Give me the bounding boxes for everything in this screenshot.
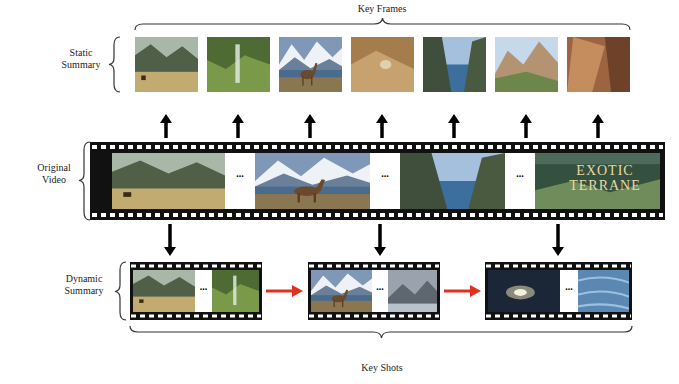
arrow-shaft bbox=[236, 122, 240, 138]
key-shot-strips bbox=[486, 315, 631, 318]
film-strip bbox=[92, 213, 663, 217]
video-title-text: EXOTIC TERRANE bbox=[550, 163, 660, 194]
film-strip bbox=[90, 142, 665, 220]
arrow-shaft bbox=[452, 122, 456, 138]
key-frame-thumbnails bbox=[351, 37, 414, 92]
arrow-connector bbox=[520, 114, 532, 138]
arrowhead bbox=[304, 114, 316, 123]
key-shot-strips bbox=[311, 270, 372, 312]
key-shot-strips bbox=[388, 270, 437, 312]
ellipsis: ... bbox=[370, 168, 400, 180]
red-sequence-arrow bbox=[266, 290, 294, 293]
key-shot-strips bbox=[131, 265, 261, 268]
film-strip bbox=[225, 153, 255, 209]
arrow-shaft bbox=[596, 122, 600, 138]
ellipsis: ... bbox=[505, 168, 535, 180]
brace bbox=[79, 142, 90, 220]
key-shot-strips bbox=[488, 270, 560, 312]
brace bbox=[135, 18, 630, 30]
static-summary-row: Static Summary bbox=[30, 30, 635, 112]
key-frame-thumbnails bbox=[423, 37, 486, 92]
brace bbox=[109, 37, 120, 92]
red-sequence-arrow bbox=[444, 290, 472, 293]
key-shot-strips bbox=[578, 270, 629, 312]
arrow-shaft bbox=[380, 122, 384, 138]
arrow-shaft bbox=[168, 224, 172, 248]
key-shot-strips bbox=[560, 270, 578, 312]
arrow-connector bbox=[376, 114, 388, 138]
key-frame-thumbnails bbox=[495, 37, 558, 92]
red-sequence-arrow bbox=[292, 285, 303, 297]
arrow-connector bbox=[448, 114, 460, 138]
key-frame-thumbnails bbox=[567, 37, 630, 92]
red-sequence-arrow bbox=[266, 285, 303, 297]
key-shot-strips bbox=[212, 270, 259, 312]
section-heading: Key Frames bbox=[332, 3, 432, 15]
section-heading: Key Shots bbox=[332, 362, 432, 374]
arrowhead bbox=[552, 247, 564, 256]
arrowhead bbox=[232, 114, 244, 123]
film-strip bbox=[255, 153, 370, 209]
key-shot-strips bbox=[133, 270, 195, 312]
arrow-connector bbox=[374, 224, 386, 256]
key-shot-strips bbox=[372, 270, 388, 312]
key-shot-strips bbox=[130, 262, 632, 320]
film-strip bbox=[370, 153, 400, 209]
arrowhead bbox=[520, 114, 532, 123]
brace bbox=[130, 326, 632, 338]
film-strip bbox=[90, 142, 665, 220]
brace bbox=[115, 262, 126, 320]
arrow-shaft bbox=[378, 224, 382, 248]
film-strip bbox=[400, 153, 505, 209]
red-sequence-arrow bbox=[444, 285, 481, 297]
film-strip bbox=[505, 153, 535, 209]
arrow-connector bbox=[160, 114, 172, 138]
ellipsis: ... bbox=[372, 281, 388, 293]
key-frame-thumbnails bbox=[135, 37, 198, 92]
arrow-shaft bbox=[556, 224, 560, 248]
key-shot-strips bbox=[308, 262, 440, 320]
row-label: Original Video bbox=[28, 162, 80, 185]
arrow-connector bbox=[164, 224, 176, 256]
film-strip bbox=[112, 153, 225, 209]
key-shot-strips bbox=[131, 315, 261, 318]
dynamic-summary-row: Dynamic Summary bbox=[40, 258, 638, 322]
arrowhead bbox=[592, 114, 604, 123]
ellipsis: ... bbox=[560, 281, 578, 293]
key-shot-strips bbox=[195, 270, 212, 312]
arrowhead bbox=[374, 247, 386, 256]
ellipsis: ... bbox=[225, 168, 255, 180]
key-shot-strips bbox=[485, 262, 632, 320]
key-frame-thumbnails bbox=[279, 37, 342, 92]
arrowhead bbox=[160, 114, 172, 123]
key-shot-strips bbox=[309, 315, 439, 318]
arrowhead bbox=[448, 114, 460, 123]
key-shot-strips bbox=[309, 265, 439, 268]
arrow-connector bbox=[552, 224, 564, 256]
key-shot-strips bbox=[130, 262, 262, 320]
arrowhead bbox=[164, 247, 176, 256]
key-frame-thumbnails bbox=[135, 37, 630, 92]
row-label: Dynamic Summary bbox=[55, 273, 113, 296]
arrow-shaft bbox=[164, 122, 168, 138]
arrow-shaft bbox=[524, 122, 528, 138]
arrow-connector bbox=[592, 114, 604, 138]
film-strip bbox=[535, 153, 660, 209]
arrow-connector bbox=[232, 114, 244, 138]
red-sequence-arrow bbox=[470, 285, 481, 297]
arrowhead bbox=[376, 114, 388, 123]
key-shot-strips bbox=[486, 265, 631, 268]
arrow-connector bbox=[304, 114, 316, 138]
ellipsis: ... bbox=[195, 281, 212, 293]
row-label: Static Summary bbox=[55, 47, 107, 70]
arrow-shaft bbox=[308, 122, 312, 138]
key-frame-thumbnails bbox=[207, 37, 270, 92]
film-strip bbox=[92, 145, 663, 149]
